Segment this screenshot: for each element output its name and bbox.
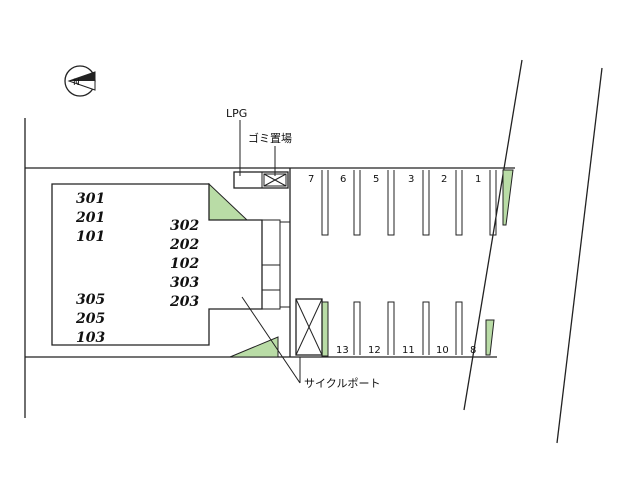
room-number: 202 <box>169 237 199 253</box>
parking-space-8: 8 <box>470 345 476 356</box>
garbage-label: ゴミ置場 <box>248 131 292 145</box>
bicycle-port <box>295 298 323 356</box>
parking-space-7: 7 <box>308 174 314 185</box>
parking-area-top <box>321 170 497 236</box>
parking-space-3: 3 <box>408 174 414 185</box>
parking-space-11: 11 <box>402 345 415 356</box>
room-number: 103 <box>76 330 105 346</box>
parking-space-13: 13 <box>336 345 349 356</box>
room-number: 305 <box>76 292 105 308</box>
parking-area-bottom <box>353 301 463 355</box>
room-number: 205 <box>75 311 105 327</box>
room-number: 302 <box>170 218 199 234</box>
staircase <box>261 219 290 310</box>
compass-north-letter: N <box>73 78 80 88</box>
parking-space-1: 1 <box>475 174 481 185</box>
room-number: 201 <box>75 210 105 226</box>
parking-space-2: 2 <box>441 174 447 185</box>
green-area-lower <box>229 336 279 358</box>
room-number: 101 <box>76 229 105 245</box>
green-area-right-top <box>502 169 514 226</box>
parking-space-10: 10 <box>436 345 449 356</box>
green-area-bike-port <box>321 301 329 357</box>
room-number: 102 <box>170 256 199 272</box>
room-number: 301 <box>76 191 105 207</box>
room-number: 303 <box>170 275 199 291</box>
room-number: 203 <box>169 294 199 310</box>
compass-icon: N <box>64 65 96 97</box>
bicycle-port-leader-line <box>241 296 301 384</box>
lpg-label: LPG <box>226 107 247 120</box>
road-edge-line <box>556 67 603 444</box>
parking-space-6: 6 <box>340 174 346 185</box>
parking-space-5: 5 <box>373 174 379 185</box>
green-area-upper <box>208 182 249 221</box>
utility-enclosure <box>233 171 289 189</box>
bicycle-port-label: サイクルポート <box>304 377 380 390</box>
green-area-right-bottom <box>485 319 495 356</box>
parking-space-12: 12 <box>368 345 381 356</box>
